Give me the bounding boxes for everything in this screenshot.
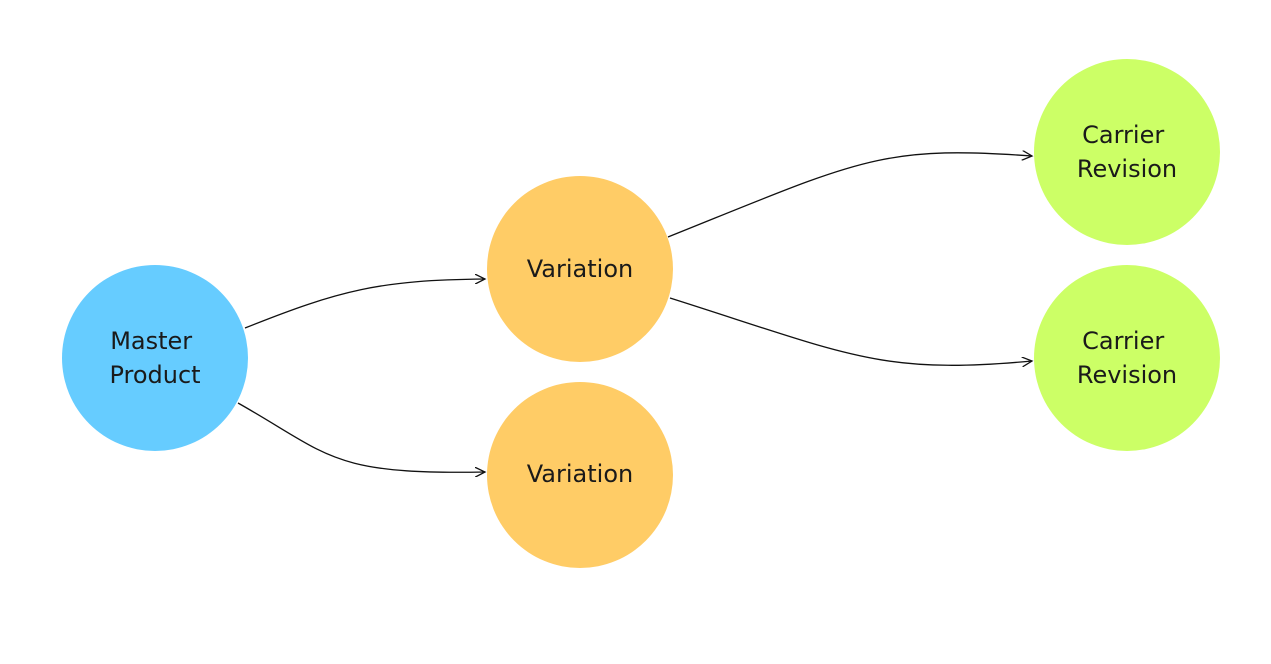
- node-master-product-label-line-2: Product: [109, 361, 200, 389]
- node-variation-2-label: Variation: [527, 460, 633, 488]
- node-variation-1[interactable]: Variation: [487, 176, 673, 362]
- node-carrier-revision-1[interactable]: Carrier Revision: [1034, 59, 1220, 245]
- edge-variation-1-to-revision-2: [669, 297, 1032, 365]
- node-carrier-revision-2-label-line-1: Carrier: [1082, 327, 1164, 355]
- node-carrier-revision-2[interactable]: Carrier Revision: [1034, 265, 1220, 451]
- svg-text:Carrier Revision: Carrier Revision: [1077, 327, 1177, 389]
- node-carrier-revision-2-circle: [1034, 265, 1220, 451]
- node-master-product-circle: [62, 265, 248, 451]
- node-master-product[interactable]: Master Product: [62, 265, 248, 451]
- node-variation-1-circle: [487, 176, 673, 362]
- svg-text:Master Product: Master Product: [109, 327, 200, 389]
- node-carrier-revision-1-label-line-1: Carrier: [1082, 121, 1164, 149]
- edge-master-to-variation-1: [244, 279, 485, 329]
- node-master-product-label-line-1: Master: [110, 327, 192, 355]
- node-variation-2[interactable]: Variation: [487, 382, 673, 568]
- edge-variation-1-to-revision-1: [667, 153, 1032, 238]
- node-carrier-revision-2-label-line-2: Revision: [1077, 361, 1177, 389]
- node-variation-1-label: Variation: [527, 255, 633, 283]
- node-carrier-revision-1-label-line-2: Revision: [1077, 155, 1177, 183]
- node-variation-2-circle: [487, 382, 673, 568]
- svg-text:Carrier Revision: Carrier Revision: [1077, 121, 1177, 183]
- edge-master-to-variation-2: [237, 402, 485, 472]
- node-carrier-revision-1-circle: [1034, 59, 1220, 245]
